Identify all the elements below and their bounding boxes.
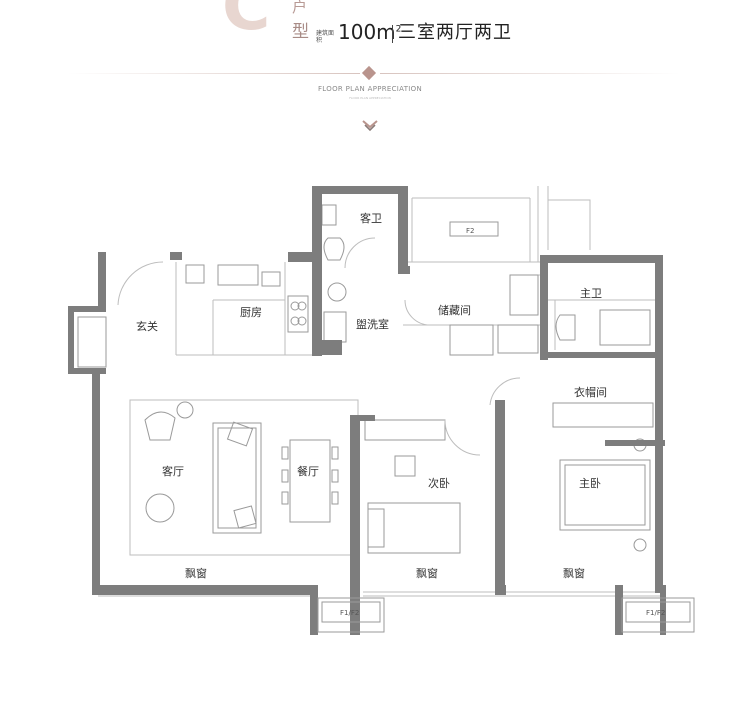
unit-suffix-bottom: 型 bbox=[292, 22, 309, 42]
unit-letter: C bbox=[222, 0, 271, 45]
unit-suffix-top: 户 bbox=[292, 0, 308, 16]
label-bay-window-2: 飘窗 bbox=[416, 566, 438, 580]
area-unit-sup: 2 bbox=[395, 24, 402, 35]
furniture bbox=[77, 204, 654, 554]
label-second-bedroom: 次卧 bbox=[428, 476, 450, 490]
section-subtitle-small: FLOOR PLAN APPRECIATION bbox=[349, 96, 391, 100]
section-subtitle: FLOOR PLAN APPRECIATION bbox=[317, 85, 423, 93]
label-f1f2-right: F1/F2 bbox=[646, 609, 665, 617]
label-living-room: 客厅 bbox=[162, 464, 184, 478]
label-walk-in-closet: 衣帽间 bbox=[574, 385, 607, 399]
label-guest-bath: 客卫 bbox=[360, 211, 382, 225]
layout-description: 三室两厅两卫 bbox=[398, 22, 512, 43]
label-bay-window-3: 飘窗 bbox=[563, 566, 585, 580]
label-foyer: 玄关 bbox=[136, 319, 158, 333]
label-master-bedroom: 主卧 bbox=[579, 477, 601, 490]
divider-left bbox=[68, 73, 360, 74]
walls bbox=[68, 186, 666, 635]
area-label: 建筑面积 bbox=[316, 30, 335, 44]
label-dining-room: 餐厅 bbox=[297, 464, 319, 478]
header-separator bbox=[392, 25, 393, 43]
label-storage: 储藏间 bbox=[438, 303, 471, 317]
label-bay-window-1: 飘窗 bbox=[185, 566, 207, 580]
double-chevron-down-icon bbox=[360, 118, 380, 137]
label-kitchen: 厨房 bbox=[240, 306, 262, 319]
label-laundry: 盥洗室 bbox=[356, 317, 389, 331]
label-f2: F2 bbox=[466, 227, 474, 235]
window-boxes bbox=[317, 221, 695, 633]
area-number: 100m bbox=[338, 20, 396, 44]
label-f1f2-left: F1/F2 bbox=[340, 609, 359, 617]
doors bbox=[117, 237, 521, 456]
label-master-bath: 主卫 bbox=[580, 287, 602, 300]
divider-right bbox=[380, 73, 680, 74]
area-value: 100m2 bbox=[338, 22, 401, 42]
